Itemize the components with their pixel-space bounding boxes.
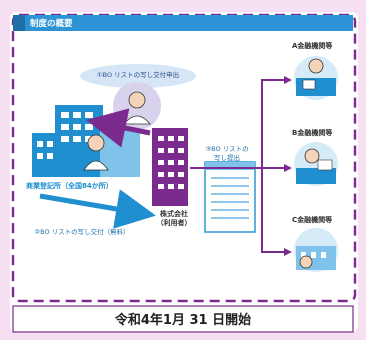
company-building (152, 128, 188, 206)
institution-a-icon (294, 56, 338, 100)
arrow-b-head (284, 164, 292, 172)
institution-a-label: A金融機関等 (292, 42, 333, 50)
issue-arrow (39, 189, 156, 229)
header-bar (13, 15, 353, 31)
step-submit-label-line1: ③BO リストの (205, 145, 249, 153)
step-issue-label: ②BO リストの写し交付（無料） (34, 228, 130, 236)
request-arrow (86, 108, 151, 148)
institution-c-label: C金融機関等 (292, 216, 333, 224)
start-date-text: 令和4年1月 31 日開始 (114, 313, 252, 328)
company-label-line2: （利用者） (156, 219, 192, 227)
arrow-c-head (284, 248, 292, 256)
institution-b-label: B金融機関等 (292, 129, 333, 137)
requester-person-icon (113, 82, 161, 130)
institution-b-icon (294, 142, 338, 186)
header-title: 制度の概要 (30, 19, 73, 29)
company-label-line1: 株式会社 (160, 210, 188, 218)
step-request-label: ①BO リストの写し交付申出 (96, 71, 180, 79)
footer-box (12, 305, 354, 333)
bo-list-document (204, 161, 256, 233)
step-submit-label-line2: 写し提出 (214, 154, 240, 162)
institution-c-icon (294, 228, 338, 272)
arrow-a-head (284, 76, 292, 84)
header-accent (13, 15, 25, 31)
request-bubble (80, 64, 196, 88)
registry-label: 商業登記所（全国84か所） (26, 182, 113, 190)
distribution-lines (190, 79, 284, 253)
